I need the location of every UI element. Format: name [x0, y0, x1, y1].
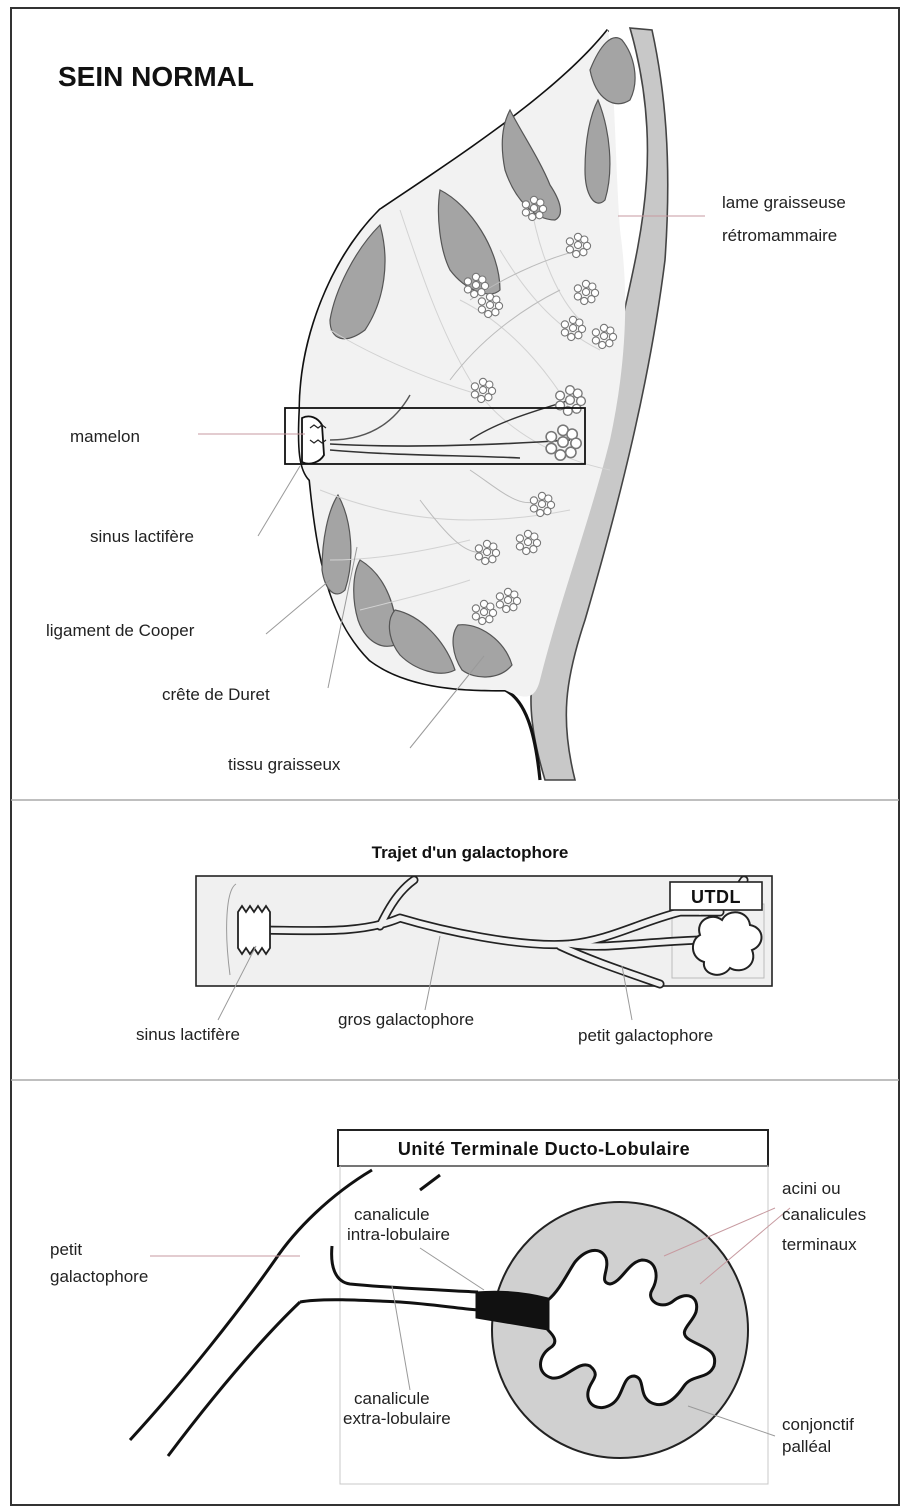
- label-acini-line1: acini ou: [782, 1179, 841, 1198]
- label-mamelon: mamelon: [70, 427, 140, 446]
- label-ligament-cooper: ligament de Cooper: [46, 621, 195, 640]
- label-intra-line1: canalicule: [354, 1205, 430, 1224]
- label-sinus-lactifere: sinus lactifère: [90, 527, 194, 546]
- label-conjonctif-line1: conjonctif: [782, 1415, 854, 1434]
- label-acini-line3: terminaux: [782, 1235, 857, 1254]
- label-petit-line1: petit: [50, 1240, 82, 1259]
- label-extra-line1: canalicule: [354, 1389, 430, 1408]
- utdl-label: UTDL: [691, 887, 741, 907]
- label-extra-line2: extra-lobulaire: [343, 1409, 451, 1428]
- panel-subtitle: Trajet d'un galactophore: [372, 843, 569, 862]
- nipple: [302, 416, 324, 463]
- utdl-title: Unité Terminale Ducto-Lobulaire: [398, 1139, 690, 1159]
- label-tissu-graisseux: tissu graisseux: [228, 755, 341, 774]
- label-retromammary-line2: rétromammaire: [722, 226, 837, 245]
- panel-normal-breast: SEIN NORMAL: [46, 28, 846, 780]
- label-retromammary-line1: lame graisseuse: [722, 193, 846, 212]
- label-sinus-lactifere-2: sinus lactifère: [136, 1025, 240, 1044]
- label-crete-duret: crête de Duret: [162, 685, 270, 704]
- label-petit-line2: galactophore: [50, 1267, 148, 1286]
- label-conjonctif-line2: palléal: [782, 1437, 831, 1456]
- intralobular-duct: [476, 1291, 554, 1330]
- panel-title: SEIN NORMAL: [58, 61, 254, 92]
- panel-utdl: Unité Terminale Ducto-Lobulaire petit: [50, 1130, 866, 1484]
- label-acini-line2: canalicules: [782, 1205, 866, 1224]
- label-intra-line2: intra-lobulaire: [347, 1225, 450, 1244]
- panel-galactophore-path: Trajet d'un galactophore UTDL: [136, 843, 772, 1045]
- label-gros-galactophore: gros galactophore: [338, 1010, 474, 1029]
- sinus-lactifere-shape: [238, 906, 270, 954]
- label-petit-galactophore: petit galactophore: [578, 1026, 713, 1045]
